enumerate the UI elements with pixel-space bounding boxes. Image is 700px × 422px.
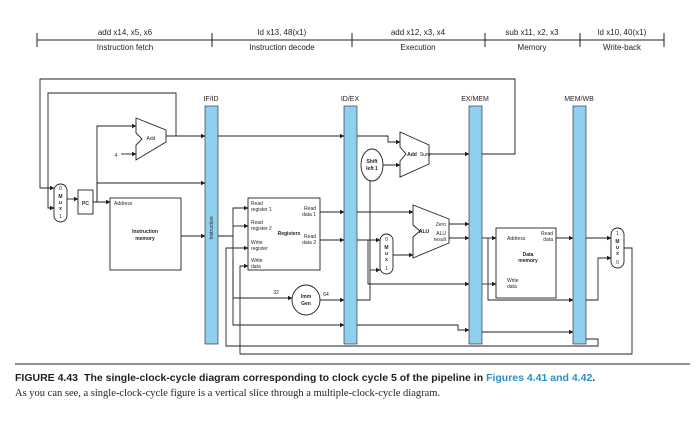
svg-text:1: 1 [616,231,619,237]
svg-text:PC: PC [82,201,89,207]
svg-text:Address: Address [507,236,526,242]
svg-text:0: 0 [616,260,619,266]
svg-text:register 1: register 1 [251,207,272,213]
svg-text:u: u [59,200,62,206]
svg-text:Data: Data [523,252,534,258]
svg-text:data 1: data 1 [302,212,316,218]
svg-text:memory: memory [135,236,155,242]
svg-text:M: M [58,194,62,200]
alu: ALU Zero ALU result [412,204,450,259]
id-ex-register [343,105,358,345]
data-memory: Address Read data Data memory Write data [495,227,557,299]
svg-text:Write: Write [251,258,263,264]
wires [39,78,633,355]
mem-wb-register [572,105,587,345]
stage-5-name: Write-back [603,43,642,52]
stage-3-instruction: add x12, x3, x4 [391,28,446,37]
bits-32-label: 32 [273,290,279,296]
svg-text:Registers: Registers [278,231,301,237]
figure-caption: FIGURE 4.43 The single-clock-cycle diagra… [15,372,690,399]
svg-text:Read: Read [304,234,316,240]
svg-text:Add: Add [407,152,417,158]
svg-text:Imm: Imm [301,294,312,300]
svg-text:register: register [251,246,268,252]
svg-text:Read: Read [251,201,263,207]
svg-text:Read: Read [304,206,316,212]
svg-text:data 2: data 2 [302,240,316,246]
imm-gen: Imm Gen 32 64 [273,284,329,316]
svg-text:M: M [615,239,619,245]
svg-text:Gen: Gen [301,301,311,307]
svg-text:data: data [251,264,261,270]
stage-4-name: Memory [518,43,547,52]
svg-text:register 2: register 2 [251,226,272,232]
stage-4-instruction: sub x11, x2, x3 [505,28,559,37]
svg-text:Add: Add [147,136,156,142]
pipeline-datapath-diagram: add x14, x5, x6 Instruction fetch ld x13… [15,28,690,365]
register-file: Read register 1 Read register 2 Write re… [247,197,321,271]
program-counter: PC [77,189,94,215]
svg-text:0: 0 [385,237,388,243]
svg-text:data: data [507,284,517,290]
svg-text:Read: Read [541,231,553,237]
stage-2-instruction: ld x13, 48(x1) [258,28,307,37]
svg-text:u: u [385,251,388,257]
bits-64-label: 64 [323,292,329,298]
svg-text:ALU: ALU [419,229,430,235]
svg-text:left 1: left 1 [366,166,378,172]
svg-text:Write: Write [251,240,263,246]
svg-text:x: x [385,257,388,263]
svg-text:Shift: Shift [366,159,377,165]
stage-1-instruction: add x14, x5, x6 [98,28,153,37]
stage-2-name: Instruction decode [249,43,315,52]
caption-title-text: The single-clock-cycle diagram correspon… [84,372,487,384]
svg-text:u: u [616,245,619,251]
pipeline-registers: IF/ID ID/EX EX/MEM MEM/WB Instruction [203,96,594,345]
pc-adder: Add 4 [115,117,167,161]
svg-text:Read: Read [251,220,263,226]
instruction-memory: Address Instruction memory [109,197,182,271]
figure-reference-link[interactable]: Figures 4.41 and 4.42 [486,372,593,384]
svg-text:Write: Write [507,278,519,284]
mem-wb-label: MEM/WB [564,96,594,103]
caption-title: FIGURE 4.43 The single-clock-cycle diagra… [15,372,690,384]
stage-5-instruction: ld x10, 40(x1) [598,28,647,37]
shift-left-1: Shift left 1 [360,148,384,182]
ex-mem-label: EX/MEM [461,96,489,103]
caption-body: As you can see, a single-clock-cycle fig… [15,388,441,399]
instruction-vertical-label: Instruction [209,216,215,239]
svg-text:memory: memory [518,258,538,264]
svg-text:Address: Address [114,201,133,207]
branch-adder: Add Sum [399,131,430,178]
svg-text:x: x [59,206,62,212]
if-id-register [204,105,219,345]
svg-text:Zero: Zero [436,222,447,228]
svg-text:data: data [543,237,553,243]
svg-text:M: M [384,245,388,251]
svg-text:result: result [434,237,447,243]
constant-four: 4 [115,153,118,159]
pc-mux: 0 M u x 1 [53,183,68,223]
stage-header: add x14, x5, x6 Instruction fetch ld x13… [36,28,665,52]
figure-number: FIGURE 4.43 [15,372,79,384]
alu-source-mux: 0 M u x 1 [379,233,394,275]
svg-text:1: 1 [59,214,62,220]
write-back-mux: 1 M u x 0 [610,227,625,269]
stage-3-name: Execution [400,43,435,52]
id-ex-label: ID/EX [341,96,360,103]
svg-text:Sum: Sum [420,152,430,158]
ex-mem-register [468,105,483,345]
stage-1-name: Instruction fetch [97,43,153,52]
svg-text:ALU: ALU [436,231,446,237]
svg-text:Instruction: Instruction [132,229,158,235]
svg-text:0: 0 [59,186,62,192]
caption-title-end: . [592,372,596,384]
svg-text:x: x [616,251,619,257]
if-id-label: IF/ID [203,96,218,103]
svg-text:1: 1 [385,266,388,272]
